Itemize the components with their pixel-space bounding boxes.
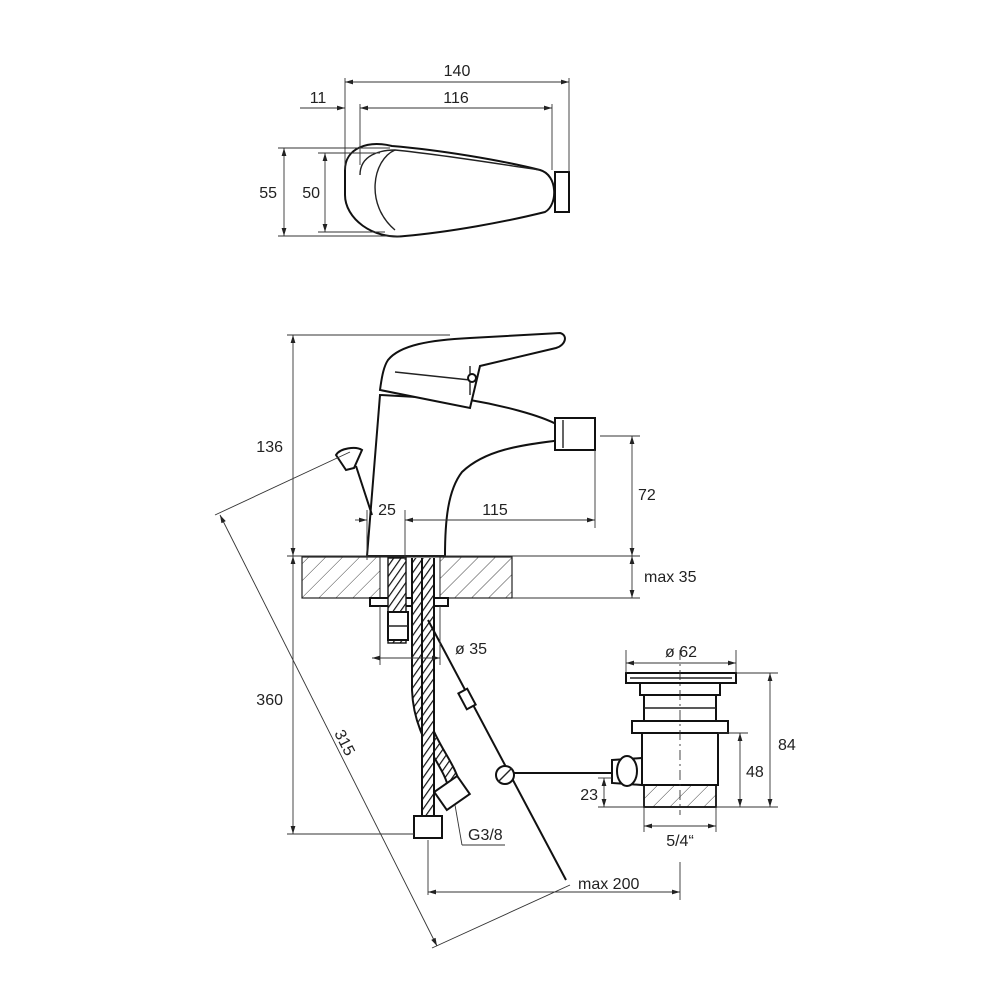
- handle-screw: [467, 373, 477, 383]
- dim-label-23: 23: [580, 787, 598, 804]
- pop-up-knob: [334, 446, 373, 516]
- mounting-plate: [369, 597, 449, 607]
- dim-label-max-35: max 35: [644, 569, 697, 586]
- mixer-handle-side: [378, 331, 566, 410]
- top-view-spout-outlet: [554, 171, 570, 213]
- top-view: 140 116 11 55 50: [259, 63, 570, 238]
- dim-label-48: 48: [746, 764, 764, 781]
- pop-up-rod: [427, 619, 567, 881]
- hose-nut-1: [432, 774, 472, 812]
- dim-label-62: ø 62: [665, 644, 697, 661]
- dim-label-136: 136: [256, 439, 283, 456]
- dim-label-5-4: 5/4“: [666, 833, 694, 850]
- dim-label-25: 25: [378, 502, 396, 519]
- dim-label-g38: G3/8: [468, 827, 503, 844]
- top-view-lever: [359, 149, 541, 176]
- mixer-body: [365, 393, 564, 557]
- dim-line-315: [219, 514, 438, 947]
- hose-nut-2: [413, 815, 443, 839]
- spout-nozzle: [554, 417, 596, 451]
- dim-label-11: 11: [310, 90, 327, 107]
- dim-label-140: 140: [444, 63, 471, 80]
- dim-label-116: 116: [443, 90, 469, 107]
- side-view: 136 360 72 max 35 25 115 ø 35 315 G3/8 m…: [214, 331, 697, 949]
- dim-label-50: 50: [302, 185, 320, 202]
- waste-valve: ø 62 84 48 23 5/4“: [580, 644, 796, 850]
- dim-label-84: 84: [778, 737, 796, 754]
- dim-label-55: 55: [259, 185, 277, 202]
- dim-label-72: 72: [638, 487, 656, 504]
- dim-label-hole-diameter: ø 35: [455, 641, 487, 658]
- dim-label-360: 360: [256, 692, 283, 709]
- dim-label-115: 115: [482, 502, 508, 519]
- dim-label-max-200: max 200: [578, 876, 639, 893]
- top-view-handle-outline: [344, 143, 556, 238]
